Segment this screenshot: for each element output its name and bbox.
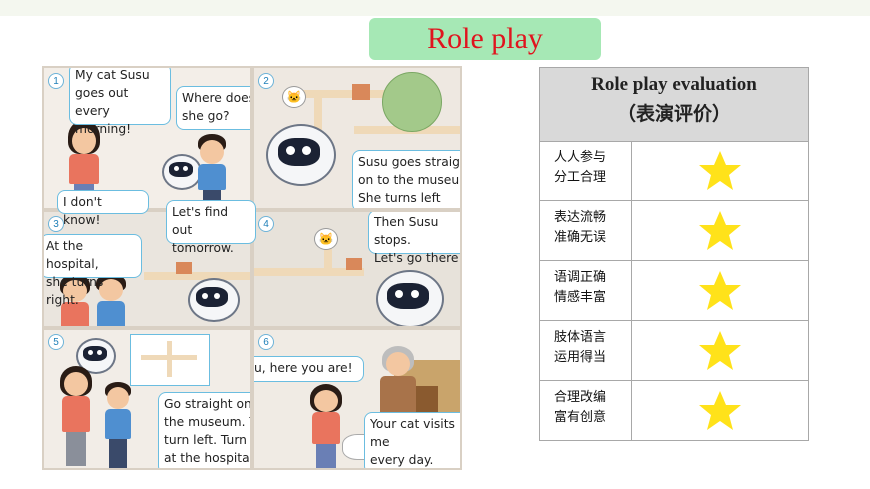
robot-figure — [262, 124, 342, 204]
speech-bubble: At the hospital, she turns right. — [44, 234, 142, 307]
girl-figure — [58, 366, 94, 466]
speech-bubble: Susu, here you are! — [254, 356, 364, 382]
panel-number: 1 — [48, 73, 64, 89]
criterion-label: 人人参与 分工合理 — [540, 141, 632, 200]
map-road — [144, 272, 250, 280]
star-icon — [632, 261, 808, 320]
panel-number: 6 — [258, 334, 274, 350]
girl-figure — [308, 384, 344, 468]
criterion-label: 肢体语言 运用得当 — [540, 321, 632, 380]
panel-number: 2 — [258, 73, 274, 89]
boy-figure — [194, 134, 230, 206]
evaluation-title: Role play evaluation — [591, 74, 757, 95]
speech-bubble: My cat Susu goes out every morning! — [69, 68, 171, 136]
map-road — [314, 90, 322, 150]
evaluation-table: Role play evaluation （表演评价） 人人参与 分工合理 表达… — [539, 67, 809, 441]
evaluation-subtitle: （表演评价） — [616, 104, 731, 125]
panel-number: 5 — [48, 334, 64, 350]
speech-bubble: Go straight on to the museum. Then turn … — [158, 392, 250, 468]
boy-figure — [102, 382, 134, 468]
criterion-label: 合理改编 富有创意 — [540, 381, 632, 440]
map-road — [254, 268, 364, 276]
speech-bubble: Let's find out tomorrow. — [166, 200, 256, 255]
star-icon — [632, 381, 808, 440]
house-icon — [176, 262, 192, 274]
comic-panel-4: 4 🐱 Then Susu stops. Let's go there! — [252, 210, 462, 328]
panel-number: 4 — [258, 216, 274, 232]
evaluation-row: 人人参与 分工合理 — [540, 141, 808, 201]
star-icon — [632, 201, 808, 260]
evaluation-header: Role play evaluation （表演评价） — [540, 68, 808, 142]
girl-figure — [58, 274, 92, 326]
evaluation-row: 表达流畅 准确无误 — [540, 201, 808, 261]
star-icon — [632, 141, 808, 200]
speech-bubble: I don't know! — [57, 190, 149, 227]
robot-figure — [184, 278, 244, 326]
cat-icon: 🐱 — [282, 86, 306, 108]
robot-figure — [76, 338, 116, 374]
boy-figure — [94, 274, 128, 326]
star-icon — [632, 321, 808, 380]
speech-bubble: Then Susu stops. Let's go there! — [368, 212, 460, 265]
evaluation-row: 肢体语言 运用得当 — [540, 321, 808, 381]
comic-panel-2: 2 🐱 Susu goes straight on to the museum.… — [252, 66, 462, 210]
robot-figure — [162, 154, 202, 190]
speech-bubble: Your cat visits me every day. She's my g… — [364, 412, 460, 468]
panel-number: 3 — [48, 216, 64, 232]
speech-bubble: Susu goes straight on to the museum. She… — [352, 150, 460, 208]
comic-panel-1: 1 My cat Susu goes out every morning! Wh… — [42, 66, 252, 210]
criterion-label: 表达流畅 准确无误 — [540, 201, 632, 260]
evaluation-row: 合理改编 富有创意 — [540, 381, 808, 441]
criterion-label: 语调正确 情感丰富 — [540, 261, 632, 320]
house-icon — [346, 258, 362, 270]
slide-title: Role play — [369, 18, 601, 60]
top-band — [0, 0, 870, 16]
thought-bubble — [382, 72, 442, 132]
robot-figure — [372, 270, 452, 326]
map-road — [324, 232, 332, 276]
map-card — [130, 334, 210, 386]
comic-panel-6: 6 Susu, here you are! Your cat visits me… — [252, 328, 462, 470]
house-icon — [352, 84, 370, 100]
comic-strip: 1 My cat Susu goes out every morning! Wh… — [42, 66, 462, 470]
comic-panel-3: 3 At the hospital, she turns right. — [42, 210, 252, 328]
evaluation-row: 语调正确 情感丰富 — [540, 261, 808, 321]
cat-icon: 🐱 — [314, 228, 338, 250]
comic-panel-5: 5 Go straight on to the museum. Then tur… — [42, 328, 252, 470]
